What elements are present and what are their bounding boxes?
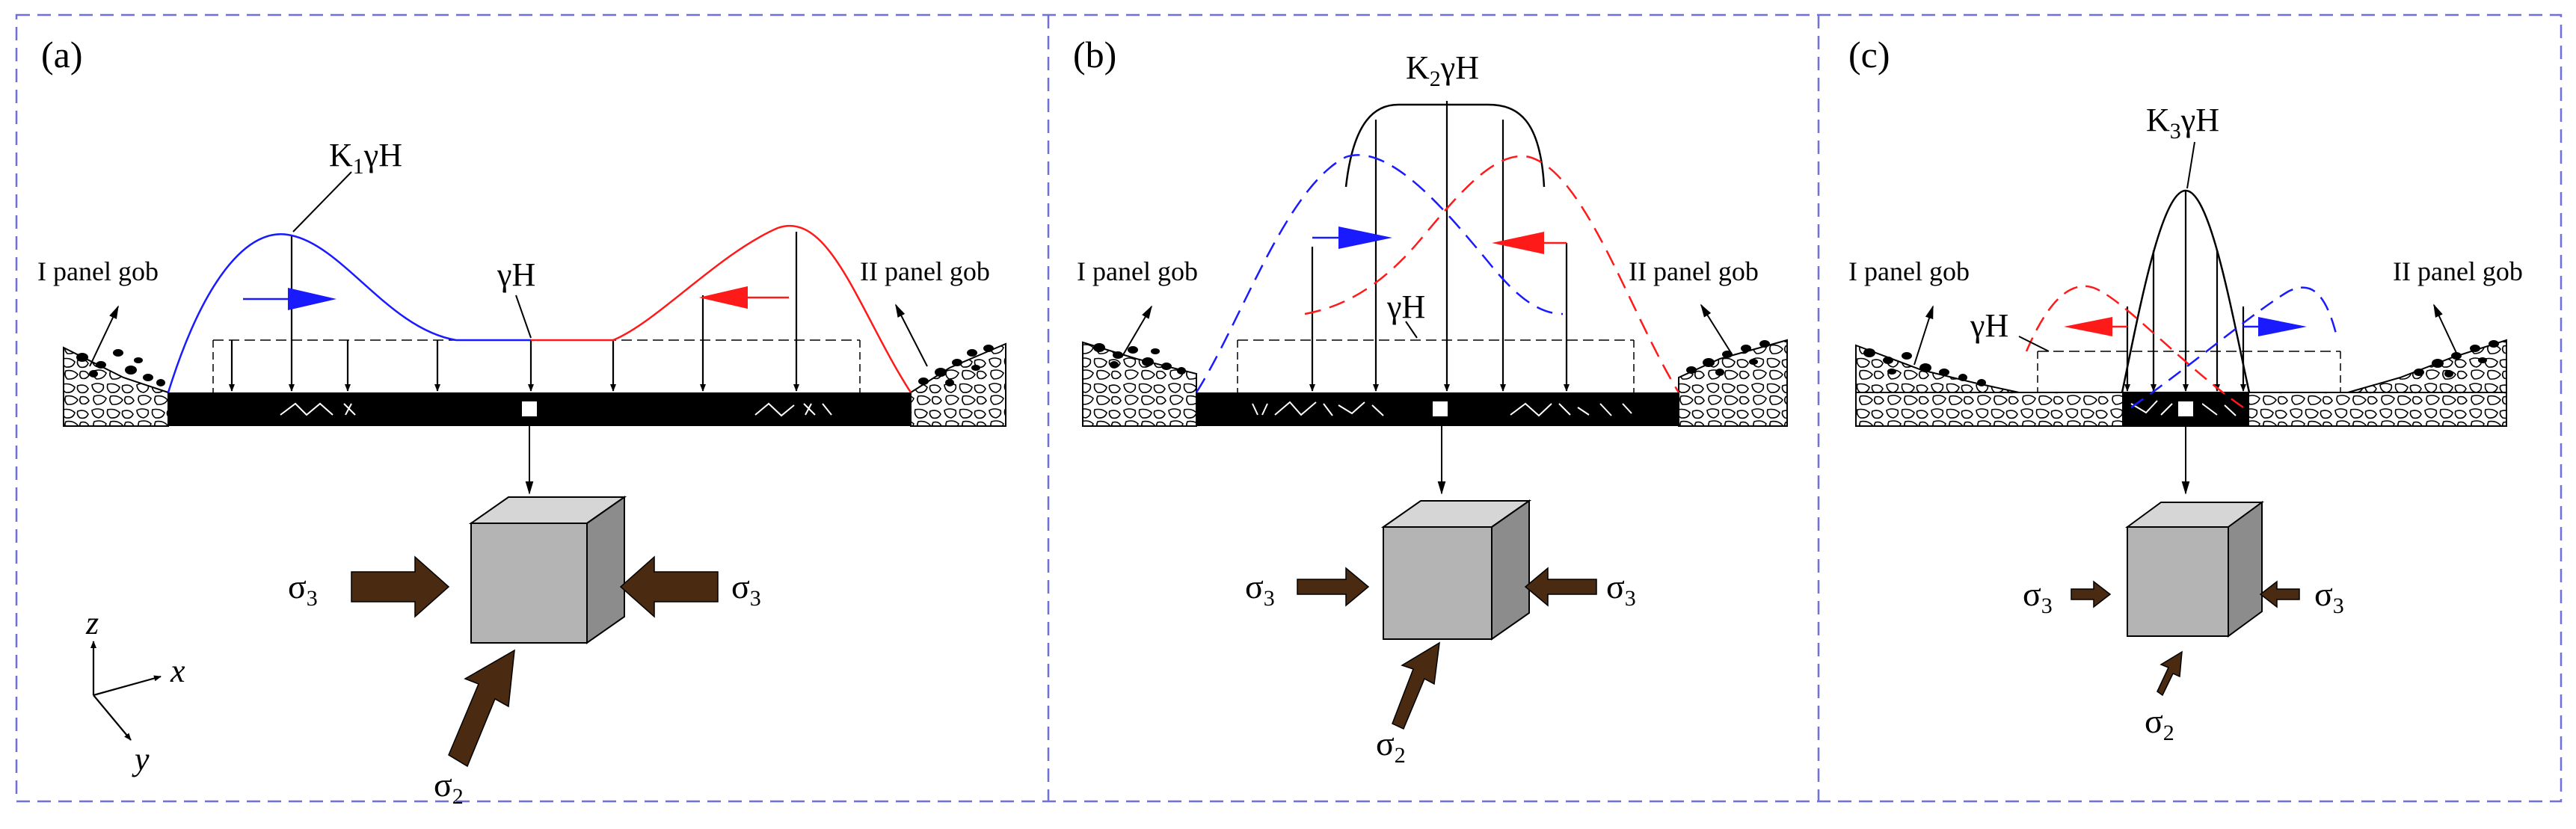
gammaH-leader-line	[515, 295, 532, 339]
coordinate-axes	[90, 641, 162, 741]
panel-b: (b)	[1073, 34, 1788, 768]
small-element-cube	[520, 393, 547, 418]
left-gob-label: I panel gob	[1077, 256, 1198, 286]
panel-tag: (a)	[41, 34, 83, 75]
peak-stress-label: K1γH	[329, 137, 402, 179]
sigma2-label: σ2	[1376, 724, 1406, 768]
sigma3-right-arrow	[619, 555, 719, 618]
panel-tag: (c)	[1848, 34, 1890, 75]
stress-element-cube	[1380, 499, 1532, 641]
right-gob-rock	[2347, 339, 2507, 393]
gammaH-leader-line	[2018, 336, 2050, 352]
panel-c: (c)	[1848, 34, 2523, 745]
right-gob-label: II panel gob	[2393, 256, 2523, 286]
sigma3-right-label: σ3	[1606, 567, 1636, 611]
peak-stress-label: K3γH	[2146, 102, 2219, 144]
left-gob-rock	[1082, 341, 1197, 427]
sigma2-label: σ2	[2145, 702, 2174, 745]
panel-tag: (b)	[1073, 34, 1116, 75]
sigma3-left-arrow	[2071, 580, 2112, 608]
right-abutment-stress-curve	[531, 225, 912, 393]
sigma3-right-label: σ3	[731, 567, 761, 611]
gammaH-label: γH	[497, 256, 535, 293]
vertical-load-arrows	[229, 232, 799, 392]
right-gob-label: II panel gob	[1629, 256, 1759, 286]
vertical-load-arrows	[2124, 191, 2246, 392]
right-gob-pointer	[1700, 303, 1732, 354]
sigma3-left-label: σ3	[288, 567, 318, 611]
pillar-cracks	[280, 402, 832, 417]
small-element-cube	[1431, 393, 1458, 418]
sigma3-left-arrow	[351, 555, 450, 618]
sigma3-right-label: σ3	[2314, 575, 2344, 618]
sigma3-left-label: σ3	[2023, 575, 2053, 618]
peak-leader-line	[292, 171, 352, 232]
left-abutment-stress-curve	[1195, 154, 1564, 393]
left-abutment-stress-curve	[167, 233, 531, 393]
red-horizontal-arrow-head	[1492, 232, 1544, 254]
coal-pillar	[168, 392, 911, 426]
blue-horizontal-arrow-head	[2258, 317, 2307, 336]
sigma2-label: σ2	[434, 765, 464, 809]
left-gob-pointer	[89, 305, 119, 367]
gammaH-label: γH	[1970, 307, 2008, 344]
left-gob-rock	[63, 346, 169, 427]
right-gob-rock	[910, 342, 1006, 427]
pillar-cracks	[1252, 401, 1632, 417]
right-gob-rock	[1678, 339, 1788, 427]
right-gob-pointer	[895, 303, 928, 367]
axis-x-label: x	[170, 653, 185, 689]
superposed-stress-curve	[2121, 189, 2251, 393]
axis-y-label: y	[132, 741, 150, 777]
stress-element-cube	[468, 496, 627, 644]
peak-stress-label: K2γH	[1406, 49, 1479, 91]
right-gob-pointer	[2433, 303, 2457, 354]
blue-horizontal-arrow-head	[1338, 226, 1392, 249]
left-abutment-stress-curve	[2025, 285, 2244, 409]
figure-frame	[15, 13, 2563, 803]
sigma3-right-arrow	[1524, 567, 1597, 607]
sigma2-arrow	[2157, 650, 2183, 697]
left-gob-rock	[1855, 344, 2020, 393]
small-element-cube	[2177, 393, 2204, 418]
peak-leader-line	[2186, 141, 2195, 189]
blue-horizontal-arrow-head	[288, 288, 336, 310]
gammaH-leader-line	[1405, 321, 1418, 339]
right-abutment-stress-curve	[1304, 155, 1680, 393]
left-gob-label: I panel gob	[1848, 256, 1970, 286]
panel-a: (a)	[37, 34, 1006, 809]
right-abutment-stress-curve	[2130, 286, 2338, 409]
vertical-load-arrows	[1309, 101, 1570, 392]
left-gob-label: I panel gob	[37, 256, 159, 286]
left-gob-pointer	[1121, 305, 1152, 358]
gammaH-label: γH	[1386, 289, 1425, 325]
right-gob-label: II panel gob	[860, 256, 990, 286]
sigma2-arrow	[1392, 641, 1440, 730]
red-horizontal-arrow-head	[2064, 317, 2112, 336]
sigma3-left-label: σ3	[1245, 567, 1275, 611]
left-gob-pointer	[1913, 305, 1934, 366]
sigma3-left-arrow	[1297, 567, 1370, 607]
stress-element-cube	[2124, 501, 2265, 638]
axis-z-label: z	[85, 605, 99, 641]
sigma3-right-arrow	[2259, 580, 2300, 608]
pillar-cracks	[2130, 400, 2237, 416]
superposed-stress-curve	[1344, 103, 1546, 188]
sigma2-arrow	[448, 649, 515, 768]
